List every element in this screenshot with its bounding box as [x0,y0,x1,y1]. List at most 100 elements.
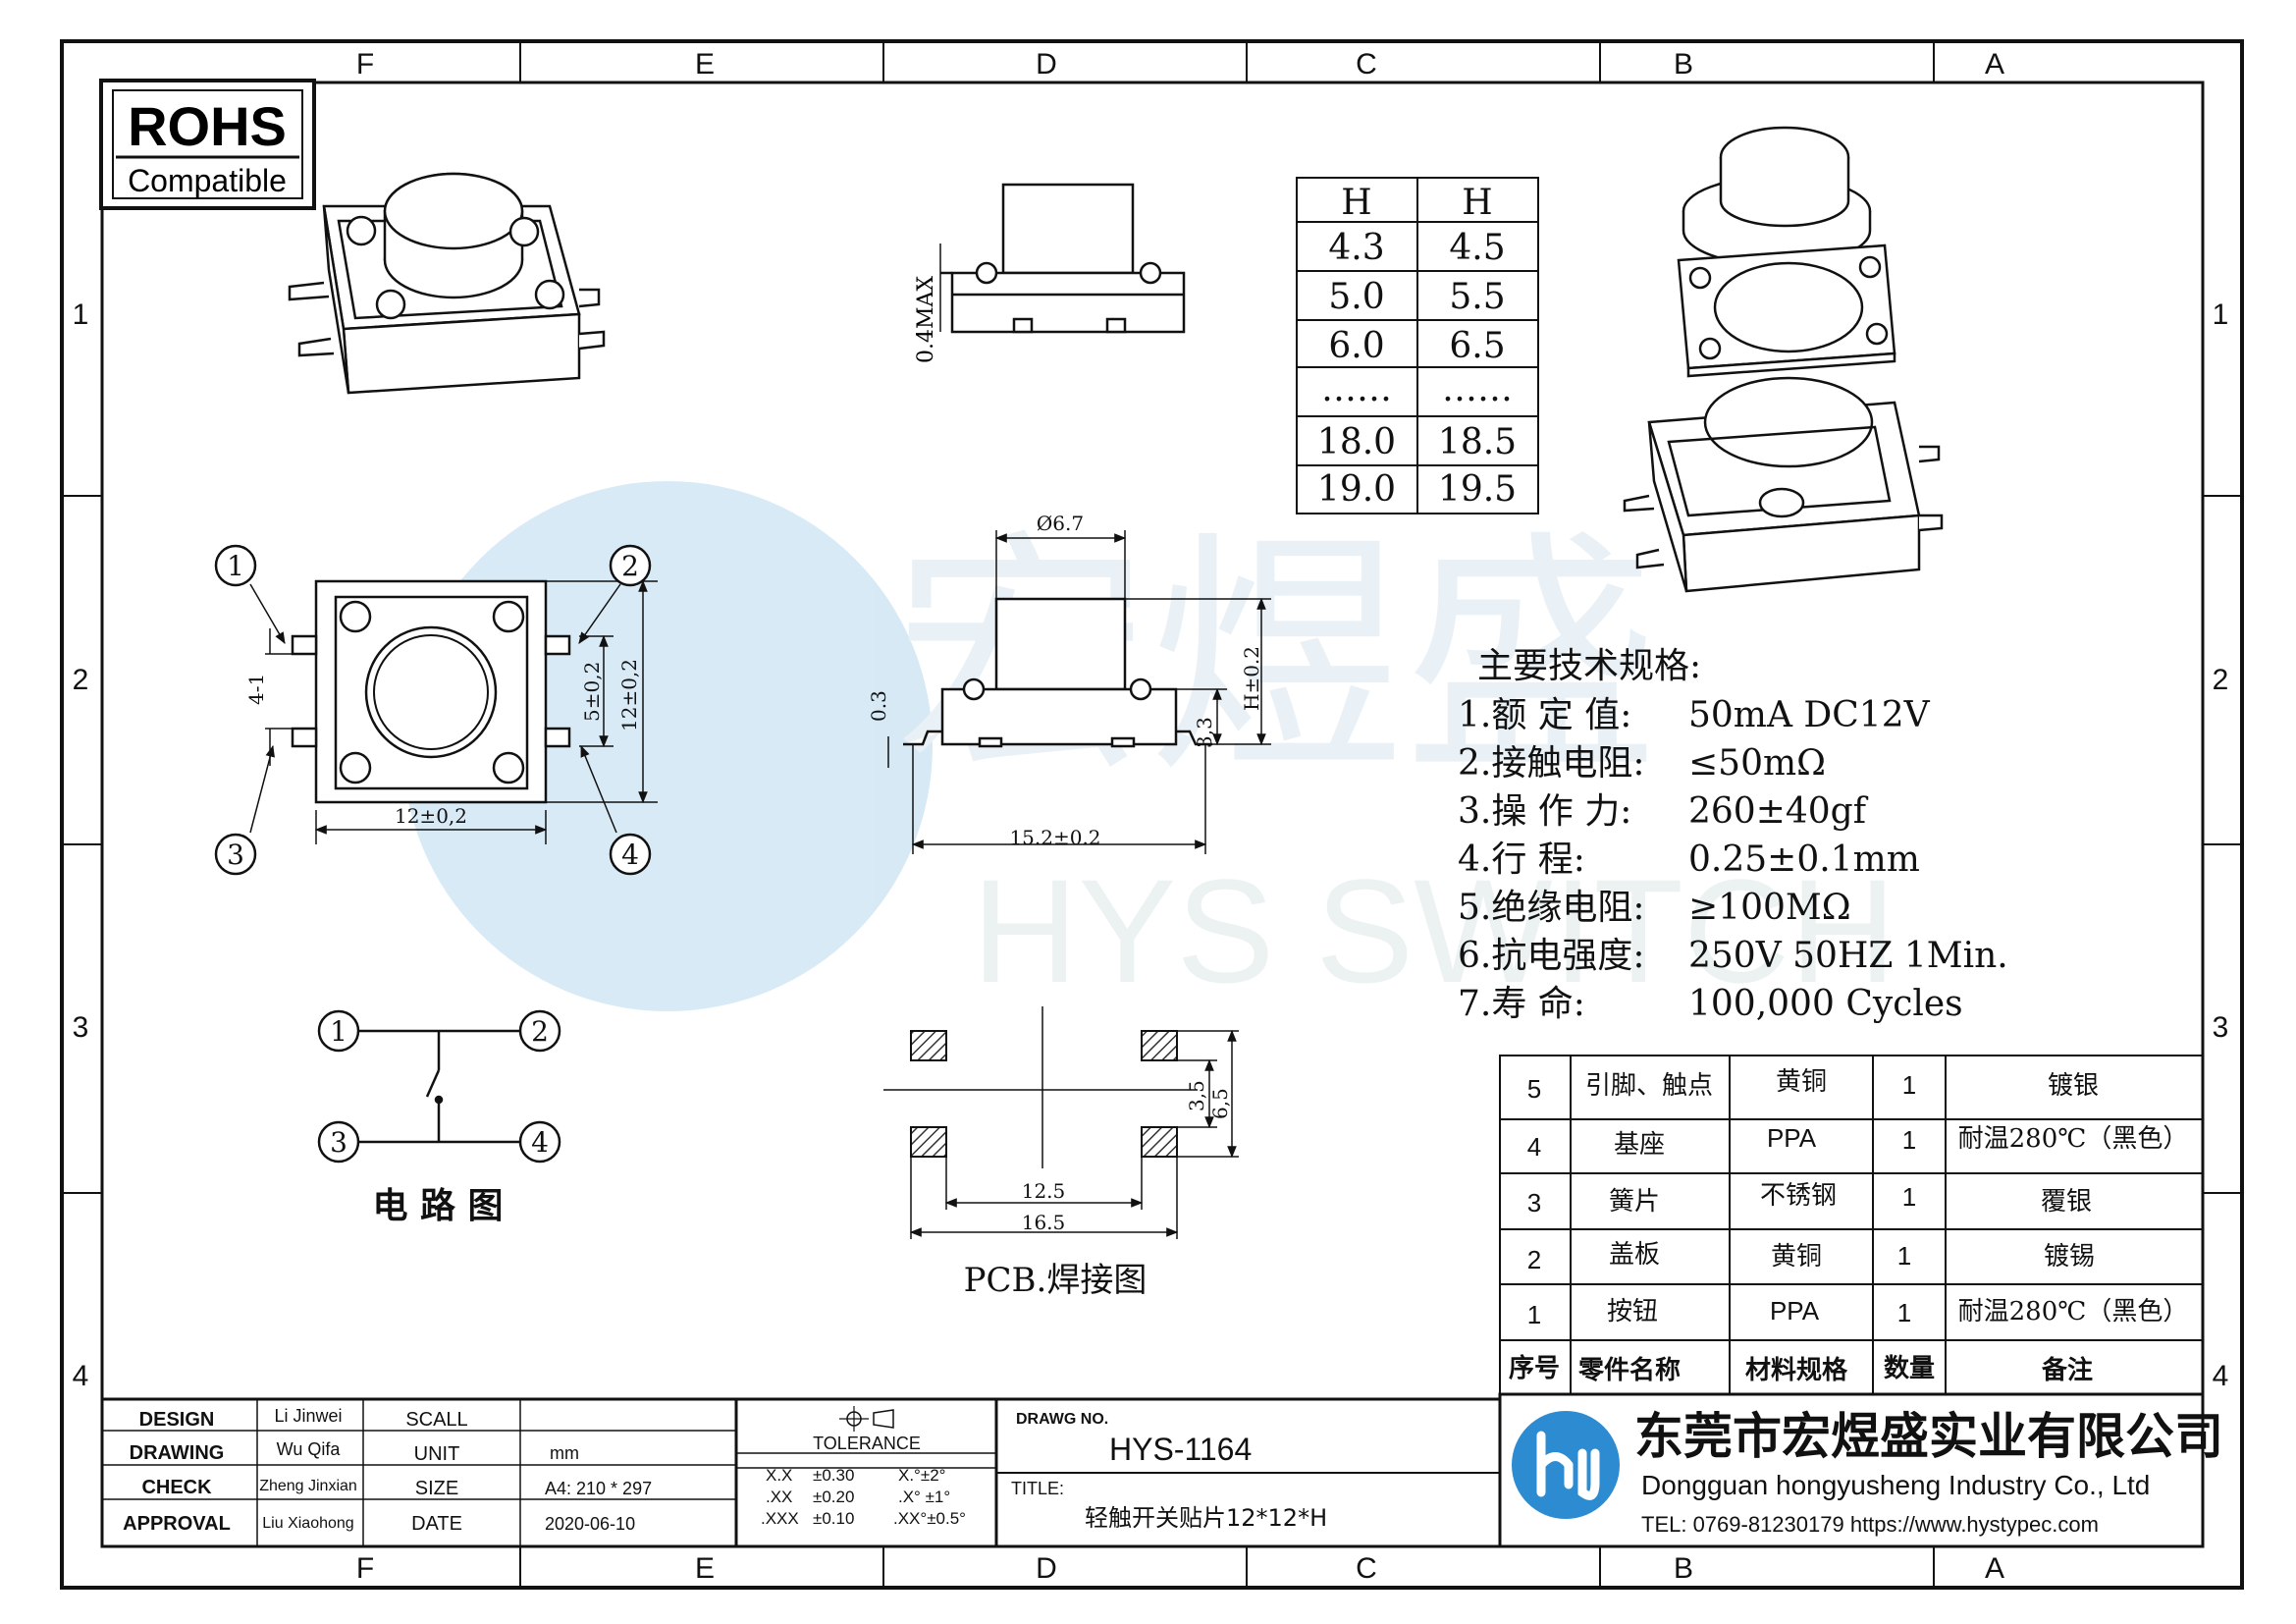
tb-tol: ±0.30 [813,1466,854,1485]
tb-design-label: DESIGN [139,1409,215,1431]
spec-value: ≤50mΩ [1688,743,1826,784]
dim-pad: 5±0,2 [580,662,604,722]
bom-material: 不锈钢 [1760,1181,1837,1211]
company-contact: TEL: 0769-81230179 https://www.hystypec.… [1641,1512,2099,1537]
dim-0.4max: 0.4MAX [914,276,938,363]
tb-title-label: TITLE: [1011,1479,1064,1498]
bom-no: 5 [1527,1074,1541,1104]
col-label: B [1674,48,1693,81]
dim-lead: 0.3 [867,690,890,722]
title-block [100,1392,2205,1548]
bom-qty: 1 [1902,1070,1916,1100]
tb-tolerance-label: TOLERANCE [813,1434,921,1453]
row-label: 1 [2213,298,2229,331]
col-label: E [695,48,715,81]
table-header: H [1341,183,1371,223]
spec-value: 0.25±0.1mm [1688,839,1920,880]
tb-date-label: DATE [411,1513,462,1535]
title-block-text: DESIGN Li Jinwei DRAWING Wu Qifa CHECK Z… [123,1406,1327,1535]
bom-no: 2 [1527,1245,1541,1274]
col-label: E [695,1552,715,1585]
tb-tol: X.°±2° [898,1466,945,1485]
dim-pitch: 4-1 [244,674,268,705]
bom-qty: 1 [1897,1298,1911,1327]
specs-heading: 主要技术规格: [1477,646,1701,686]
frame-labels: F E D C B A F E D C B A 1 2 3 4 1 2 3 4 [73,48,2229,1585]
pin-label: 1 [227,550,244,582]
dim-pcb-outer-w: 16.5 [1022,1211,1066,1234]
side-view-dims [887,530,1271,854]
pin-label: 2 [621,550,639,582]
table-cell: 5.5 [1449,277,1505,317]
tb-approval-value: Liu Xiaohong [262,1515,353,1532]
tb-unit-value: mm [550,1443,579,1463]
tb-unit-label: UNIT [414,1443,460,1465]
iso-switch-drawing [288,172,606,395]
circuit-pin: 1 [330,1015,347,1048]
height-table-text: H H 4.3 4.5 5.0 5.5 6.0 6.5 …… …… 18.0 1… [1317,183,1517,510]
tb-design-value: Li Jinwei [274,1406,342,1426]
col-label: B [1674,1552,1693,1585]
bom-name: 引脚、触点 [1585,1071,1713,1101]
company-name-en: Dongguan hongyusheng Industry Co., Ltd [1641,1470,2150,1500]
circuit-diagram [317,1009,561,1164]
bom-no: 3 [1527,1188,1541,1218]
spec-label: 4.行 程: [1458,839,1585,880]
dim-body: 3,3 [1193,717,1216,748]
row-label: 3 [73,1011,89,1044]
tb-size-label: SIZE [415,1478,458,1499]
col-label: D [1036,48,1057,81]
col-label: F [356,1552,374,1585]
dim-length: 15.2±0.2 [1009,826,1100,849]
dim-pcb-outer-h: 6,5 [1208,1088,1232,1119]
pin-label: 3 [227,839,244,871]
table-header: H [1462,183,1492,223]
bom-note: 覆银 [2041,1187,2092,1217]
row-label: 3 [2213,1011,2229,1044]
spec-value: 250V 50HZ 1Min. [1688,936,2008,976]
dim-h: H±0.2 [1240,646,1263,711]
tb-drawg-value: HYS-1164 [1109,1432,1252,1467]
table-cell: 19.0 [1317,469,1396,510]
table-cell: 18.0 [1317,422,1396,462]
bom-header-material: 材料规格 [1745,1355,1848,1385]
spec-value: 260±40gf [1688,791,1869,832]
col-label: A [1985,48,2004,81]
dim-button-dia: Ø6.7 [1037,512,1084,535]
bom-note: 耐温280℃（黑色） [1958,1297,2189,1326]
tb-tol: .XX [766,1488,792,1506]
bom-header-name: 零件名称 [1578,1355,1681,1385]
bom-header-qty: 数量 [1884,1354,1935,1383]
table-cell: 6.0 [1328,326,1384,366]
bom-qty: 1 [1902,1125,1916,1155]
bom-table-text: 5 引脚、触点 黄铜 1 镀银 4 基座 PPA 1 耐温280℃（黑色） 3 … [1509,1067,2188,1385]
row-label: 4 [2213,1360,2229,1392]
spec-label: 3.操 作 力: [1458,791,1631,832]
rohs-badge: ROHS Compatible [99,79,316,210]
col-label: C [1356,48,1377,81]
bom-material: 黄铜 [1771,1242,1822,1272]
bom-table [1499,1055,2204,1395]
rohs-subtitle: Compatible [128,163,287,198]
top-view-pins [214,544,652,876]
tb-drawing-label: DRAWING [130,1442,225,1464]
bom-no: 4 [1527,1132,1541,1162]
bom-qty: 1 [1897,1241,1911,1271]
tb-tol: ±0.10 [813,1509,854,1528]
dim-pcb-inner-w: 12.5 [1022,1179,1066,1203]
bom-name: 基座 [1614,1130,1665,1160]
table-cell: …… [1321,369,1392,409]
row-label: 2 [73,664,89,696]
spec-label: 2.接触电阻: [1458,743,1644,784]
row-label: 1 [73,298,89,331]
spec-value: ≥100MΩ [1688,888,1851,928]
rohs-title: ROHS [128,95,287,157]
col-label: C [1356,1552,1377,1585]
bom-note: 镀锡 [2044,1242,2095,1272]
tb-date-value: 2020-06-10 [545,1514,635,1534]
exploded-view-drawing [1623,126,1944,593]
height-table [1296,177,1539,514]
row-label: 4 [73,1360,89,1392]
bom-no: 1 [1527,1300,1541,1329]
